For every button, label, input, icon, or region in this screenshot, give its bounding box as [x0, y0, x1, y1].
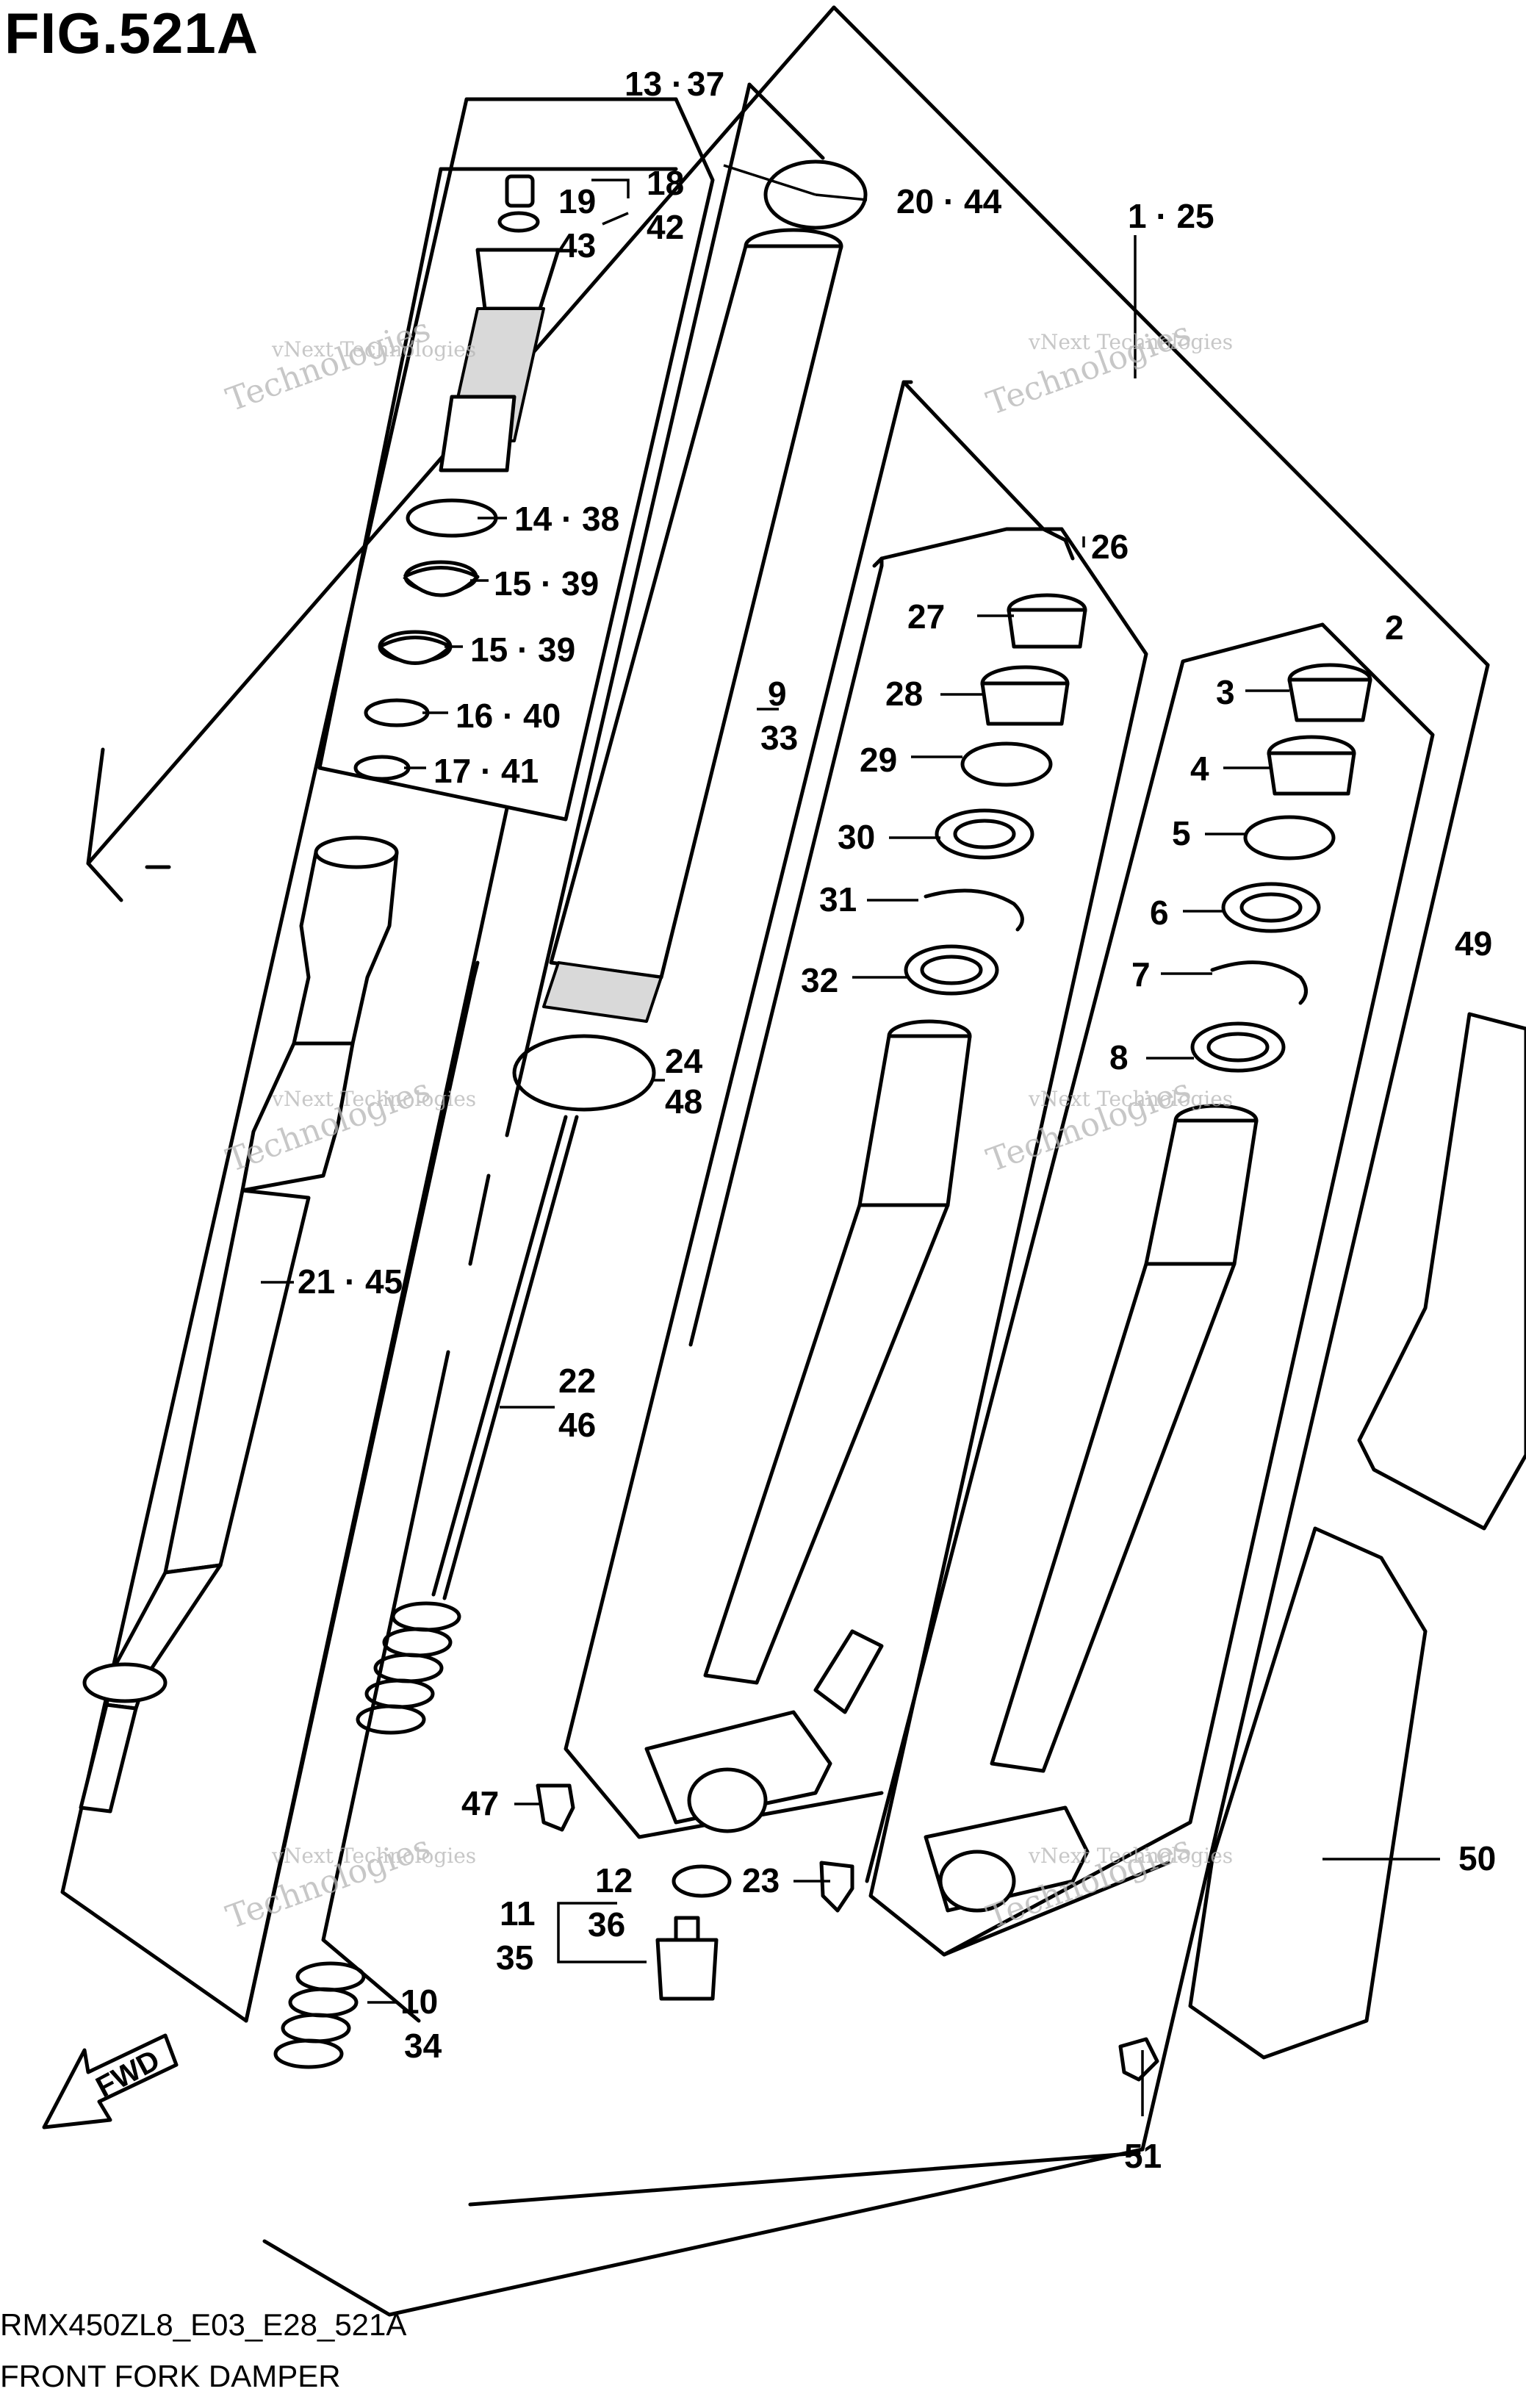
- callout-43: 43: [558, 226, 596, 265]
- callout-35: 35: [496, 1938, 533, 1977]
- callout-31: 31: [819, 880, 857, 919]
- callout-22: 22: [558, 1362, 596, 1400]
- watermark-text: vNext Technologies: [271, 1087, 476, 1111]
- callout-42: 42: [647, 208, 684, 246]
- callout-dot: ·: [672, 65, 683, 103]
- callout-37: 37: [687, 65, 724, 103]
- callout-36: 36: [588, 1905, 625, 1944]
- callout-15-39a: 15 · 39: [494, 564, 599, 603]
- callout-46: 46: [558, 1406, 596, 1444]
- callout-50: 50: [1458, 1839, 1496, 1877]
- seals-col-2: [1190, 663, 1372, 1073]
- seals-col-26: [904, 593, 1087, 996]
- watermark-text: vNext Technologies: [271, 1844, 476, 1868]
- callout-24: 24: [665, 1042, 703, 1080]
- callout-48: 48: [665, 1082, 702, 1121]
- callout-9: 9: [768, 675, 787, 713]
- figure-title: FIG.521A: [4, 1, 259, 65]
- part2-frame: [865, 622, 1435, 1957]
- callout-15-39b: 15 · 39: [470, 630, 575, 669]
- callout-6: 6: [1150, 894, 1169, 932]
- damper-rod: [431, 1115, 579, 1600]
- callout-7: 7: [1131, 955, 1151, 993]
- figure-caption: FRONT FORK DAMPER: [0, 2359, 341, 2393]
- callout-14-38: 14 · 38: [514, 500, 619, 538]
- callout-16-40: 16 · 40: [456, 697, 561, 735]
- leader-lines: [261, 164, 1440, 2116]
- valve-subassembly-box: [317, 97, 715, 822]
- callout-32: 32: [801, 961, 838, 999]
- callout-30: 30: [838, 818, 875, 856]
- callout-2: 2: [1385, 608, 1404, 647]
- fwd-arrow-icon: FWD: [42, 2033, 179, 2130]
- valve-stack: [439, 174, 561, 472]
- callout-21-45: 21 · 45: [298, 1262, 403, 1301]
- part26-frame: [688, 527, 1170, 1957]
- inner-tube-right: [924, 1104, 1259, 1913]
- callout-47: 47: [461, 1784, 499, 1822]
- callout-19: 19: [558, 182, 596, 220]
- callout-33: 33: [760, 719, 798, 757]
- watermark-text: vNext Technologies: [1028, 330, 1233, 354]
- watermark-text: Technologies: [221, 311, 435, 420]
- outer-tube-frame: [564, 380, 1075, 1839]
- watermark-text: vNext Technologies: [1028, 1844, 1233, 1868]
- callout-28: 28: [885, 675, 923, 713]
- springs: [273, 1601, 461, 2069]
- fork-guards: [1188, 1012, 1526, 2060]
- callout-20-44: 20 · 44: [896, 182, 1002, 220]
- callout-8: 8: [1109, 1038, 1129, 1077]
- callout-10: 10: [400, 1983, 438, 2021]
- callout-29: 29: [860, 741, 897, 779]
- callout-49: 49: [1455, 924, 1492, 963]
- cartridge-frame: [60, 82, 825, 2023]
- bolts: [536, 1783, 1159, 2082]
- callout-51: 51: [1124, 2137, 1162, 2175]
- inner-tube-middle: [644, 1019, 972, 1833]
- callout-12: 12: [595, 1861, 633, 1900]
- callout-11: 11: [500, 1894, 536, 1933]
- callout-34: 34: [404, 2027, 442, 2065]
- callouts: 13 · 37 18 42 19 43 14 · 38 15 · 39 15 ·…: [298, 65, 1496, 2175]
- callout-3: 3: [1216, 673, 1235, 711]
- part20-ring: [763, 159, 868, 230]
- callout-17-41: 17 · 41: [433, 752, 539, 790]
- callout-5: 5: [1172, 814, 1191, 852]
- callout-4: 4: [1190, 750, 1209, 788]
- callout-13: 13: [625, 65, 662, 103]
- outer-assembly-frame: [86, 5, 1490, 2317]
- left-rings: [353, 498, 498, 781]
- figure-code: RMX450ZL8_E03_E28_521A: [0, 2307, 407, 2342]
- watermark-text: vNext Technologies: [1028, 1087, 1233, 1111]
- callout-23: 23: [742, 1861, 780, 1900]
- outer-tube: [512, 228, 843, 1112]
- callout-26: 26: [1091, 528, 1129, 566]
- callout-27: 27: [907, 597, 945, 636]
- watermark-text: vNext Technologies: [271, 337, 476, 362]
- callout-1-25: 1 · 25: [1128, 197, 1214, 235]
- cartridge-tube: [79, 835, 399, 1814]
- callout-18: 18: [647, 164, 684, 202]
